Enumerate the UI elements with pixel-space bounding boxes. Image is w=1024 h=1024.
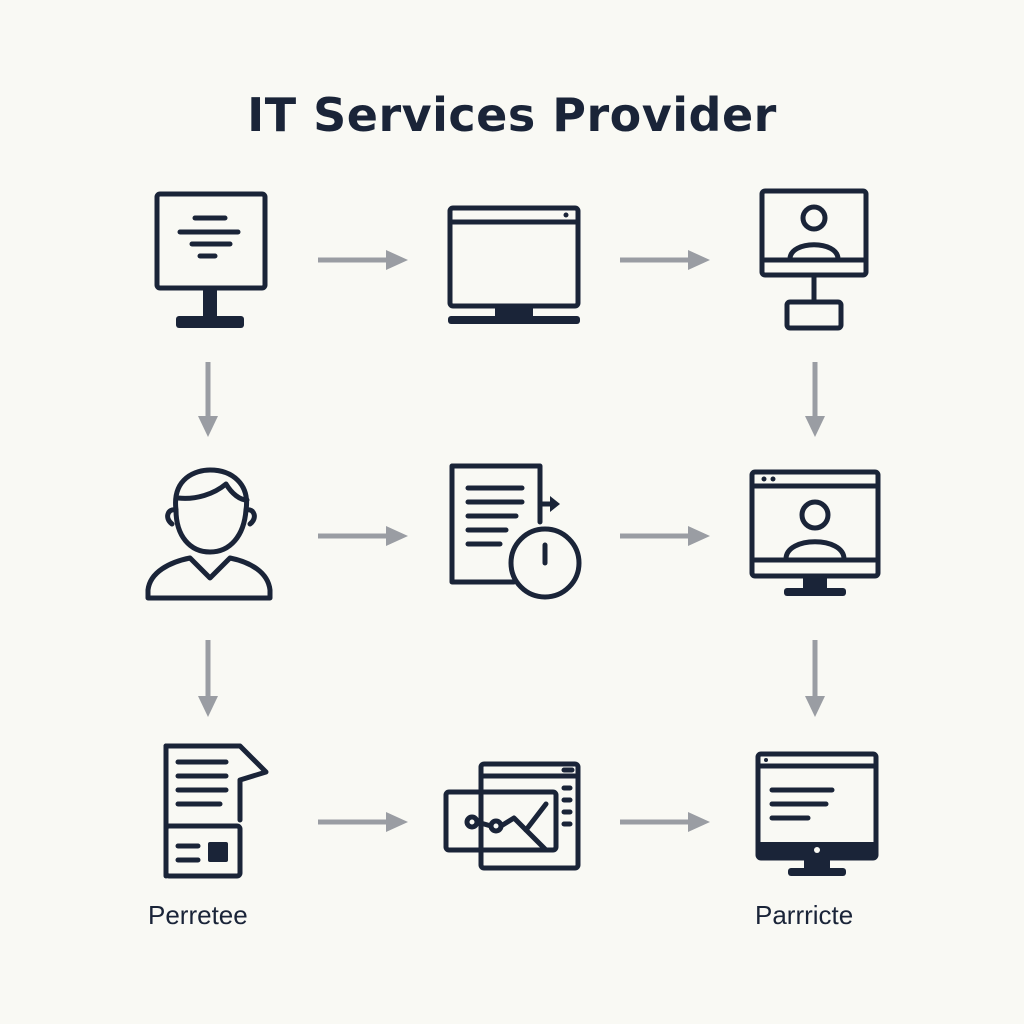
arrow-down-right-1 [805, 362, 825, 437]
chart-windows-icon [443, 761, 581, 871]
arrow-down-right-2 [805, 640, 825, 717]
document-clock-icon [449, 463, 582, 600]
arrow-right-r3-b [620, 812, 710, 832]
monitor-user-icon [749, 469, 881, 596]
arrow-down-left-1 [198, 362, 218, 437]
monitor-user-network-icon [759, 188, 869, 331]
arrow-right-r3-a [318, 812, 408, 832]
arrow-right-r1-a [318, 250, 408, 270]
arrow-right-r1-b [620, 250, 710, 270]
arrow-right-r2-b [620, 526, 710, 546]
monitor-code-icon [154, 191, 268, 328]
arrow-right-r2-a [318, 526, 408, 546]
user-icon [145, 467, 273, 601]
arrow-down-left-2 [198, 640, 218, 717]
diagram-title: IT Services Provider [247, 88, 777, 142]
document-chat-card-icon [163, 743, 269, 879]
monitor-window-icon [447, 205, 581, 324]
caption-bottom-right: Parrricte [755, 900, 854, 930]
caption-bottom-left: Perretee [148, 900, 248, 930]
monitor-text-icon [755, 751, 879, 876]
